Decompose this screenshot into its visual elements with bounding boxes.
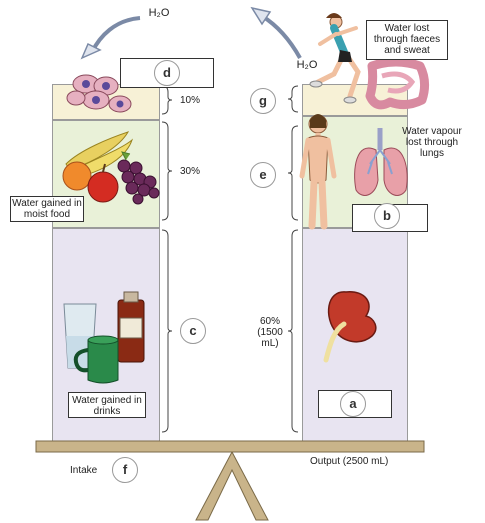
brace-intake-middle — [161, 121, 173, 221]
h2o-intake-label: H₂O — [148, 7, 170, 19]
output-label: Output (2500 mL) — [310, 456, 389, 467]
kidney-illustration — [323, 291, 377, 363]
runner-illustration — [309, 13, 361, 104]
lungs-illustration — [354, 128, 408, 196]
marker-g: g — [250, 88, 276, 114]
balance-stand — [195, 450, 269, 521]
marker-f: f — [112, 457, 138, 483]
marker-e: e — [250, 162, 276, 188]
arrow-water-in-head — [80, 42, 102, 60]
cells-illustration — [66, 74, 132, 113]
brace-output-middle — [287, 125, 299, 221]
marker-a: a — [340, 391, 366, 417]
human-figure-illustration — [299, 114, 337, 230]
brace-output-top — [287, 85, 299, 113]
drinks-illustration — [63, 291, 145, 384]
lungs-label: Water vapour lost through lungs — [402, 126, 462, 159]
fruit-illustration — [62, 131, 160, 205]
arrow-water-in — [90, 16, 141, 53]
food-label-box: Water gained in moist food — [10, 196, 84, 222]
intestine-illustration — [365, 57, 430, 110]
faeces-sweat-label-box: Water lost through faeces and sweat — [366, 20, 448, 60]
h2o-output-label: H₂O — [296, 59, 318, 71]
arrow-water-out-head — [250, 6, 272, 26]
percent-intake-middle: 30% — [180, 166, 201, 177]
marker-b: b — [374, 203, 400, 229]
arrow-water-out — [260, 14, 302, 59]
percent-output-bottom: 60% (1500 mL) — [257, 316, 283, 349]
brace-intake-top — [161, 85, 173, 115]
balance-beam — [35, 440, 425, 453]
marker-c: c — [180, 318, 206, 344]
marker-d: d — [154, 60, 180, 86]
brace-output-bottom — [287, 229, 299, 433]
drinks-label-box: Water gained in drinks — [68, 392, 146, 418]
intake-label: Intake — [70, 465, 98, 476]
brace-intake-bottom — [161, 229, 173, 433]
percent-intake-top: 10% — [180, 95, 201, 106]
